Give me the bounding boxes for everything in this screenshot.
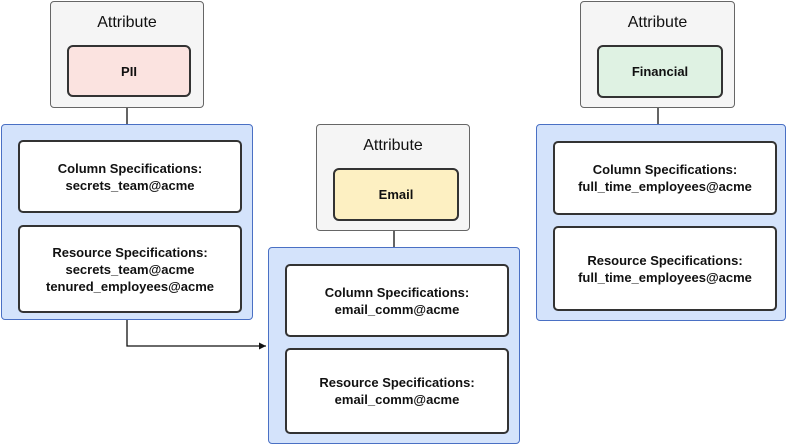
email-spec-group: Column Specifications: email_comm@acme R… bbox=[268, 247, 520, 444]
column-specifications-heading: Column Specifications: bbox=[324, 284, 470, 300]
column-specifications-heading: Column Specifications: bbox=[592, 162, 738, 177]
resource-specifications-value: email_comm@acme bbox=[334, 392, 460, 407]
resource-specifications-heading: Resource Specifications: bbox=[319, 375, 475, 390]
pii-spec-group: Column Specifications: secrets_team@acme… bbox=[1, 124, 253, 320]
column-specifications-value: full_time_employees@acme bbox=[578, 179, 752, 194]
resource-specifications-heading: Resource Specifications: bbox=[587, 252, 743, 268]
financial-spec-group: Column Specifications: full_time_employe… bbox=[536, 124, 786, 321]
resource-specifications-value: tenured_employees@acme bbox=[45, 278, 215, 294]
attribute-box-financial: Attribute Financial bbox=[580, 1, 735, 108]
column-specifications-card: Column Specifications: secrets_team@acme bbox=[18, 140, 242, 213]
attribute-title: Attribute bbox=[627, 14, 688, 31]
column-specifications-card: Column Specifications: email_comm@acme bbox=[285, 264, 509, 337]
attribute-title: Attribute bbox=[97, 14, 157, 31]
financial-tag: Financial bbox=[597, 45, 723, 98]
resource-specifications-card: Resource Specifications: email_comm@acme bbox=[285, 348, 509, 434]
pii-to-email-arrow bbox=[126, 320, 266, 350]
column-specifications-value: email_comm@acme bbox=[334, 301, 460, 317]
resource-specifications-card: Resource Specifications: full_time_emplo… bbox=[553, 226, 777, 311]
attribute-title: Attribute bbox=[363, 137, 423, 154]
column-specifications-heading: Column Specifications: bbox=[57, 160, 203, 176]
column-specifications-card: Column Specifications: full_time_employe… bbox=[553, 141, 777, 215]
resource-specifications-value: full_time_employees@acme bbox=[578, 269, 752, 285]
column-specifications-value: secrets_team@acme bbox=[65, 177, 195, 193]
resource-specifications-heading: Resource Specifications: bbox=[52, 244, 208, 260]
attribute-box-pii: Attribute PII bbox=[50, 1, 204, 108]
resource-specifications-card: Resource Specifications: secrets_team@ac… bbox=[18, 225, 242, 313]
resource-specifications-value: secrets_team@acme bbox=[65, 261, 195, 277]
pii-tag: PII bbox=[67, 45, 191, 97]
attribute-box-email: Attribute Email bbox=[316, 124, 470, 231]
email-tag: Email bbox=[333, 168, 459, 221]
